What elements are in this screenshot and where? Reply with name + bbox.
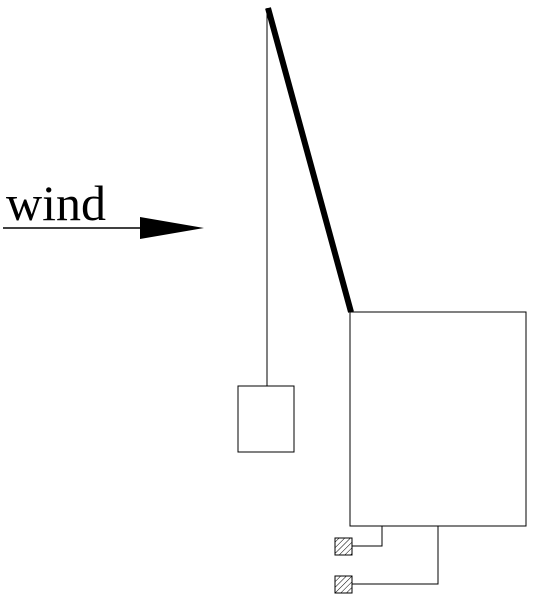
- large-box: [349, 311, 527, 527]
- wind-arrow-head: [140, 217, 204, 239]
- upper-connection-line: [352, 526, 383, 547]
- slanted-rod: [265, 7, 354, 313]
- upper-hatched-square: [334, 537, 353, 556]
- hanging-box: [237, 385, 295, 453]
- wind-label: wind: [6, 175, 106, 231]
- lower-connection-line: [352, 526, 439, 585]
- lower-hatched-square: [334, 575, 353, 594]
